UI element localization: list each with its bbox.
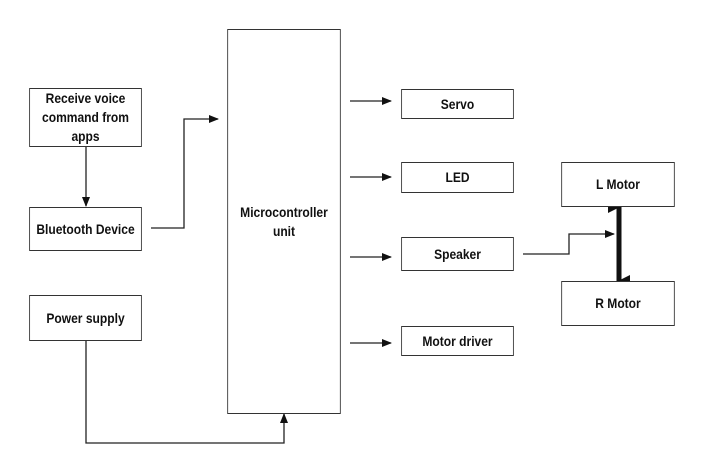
receive-voice-command-label: Receive voice command from apps <box>42 90 129 144</box>
l-motor-block: L Motor <box>561 162 675 207</box>
servo-block: Servo <box>401 89 514 119</box>
microcontroller-unit-block: Microcontroller unit <box>227 29 341 414</box>
motor-driver-block: Motor driver <box>401 326 514 356</box>
bluetooth-device-label: Bluetooth Device <box>36 220 135 237</box>
r-motor-label: R Motor <box>595 295 641 311</box>
bluetooth-device-block: Bluetooth Device <box>29 207 142 251</box>
power-supply-block: Power supply <box>29 295 142 341</box>
receive-voice-command-block: Receive voice command from apps <box>29 88 142 147</box>
led-label: LED <box>445 169 470 185</box>
r-motor-block: R Motor <box>561 281 675 326</box>
arrow-power-to-mcu <box>85 341 288 444</box>
arrow-bluetooth-to-mcu <box>151 115 219 229</box>
motor-driver-label: Motor driver <box>422 332 493 349</box>
arrow-speaker-to-motor-link <box>523 230 615 255</box>
power-supply-label: Power supply <box>46 309 125 326</box>
speaker-block: Speaker <box>401 237 514 271</box>
speaker-label: Speaker <box>434 245 481 262</box>
led-block: LED <box>401 162 514 193</box>
servo-label: Servo <box>440 95 475 112</box>
microcontroller-unit-label: Microcontroller unit <box>240 203 328 239</box>
l-motor-label: L Motor <box>596 176 640 192</box>
